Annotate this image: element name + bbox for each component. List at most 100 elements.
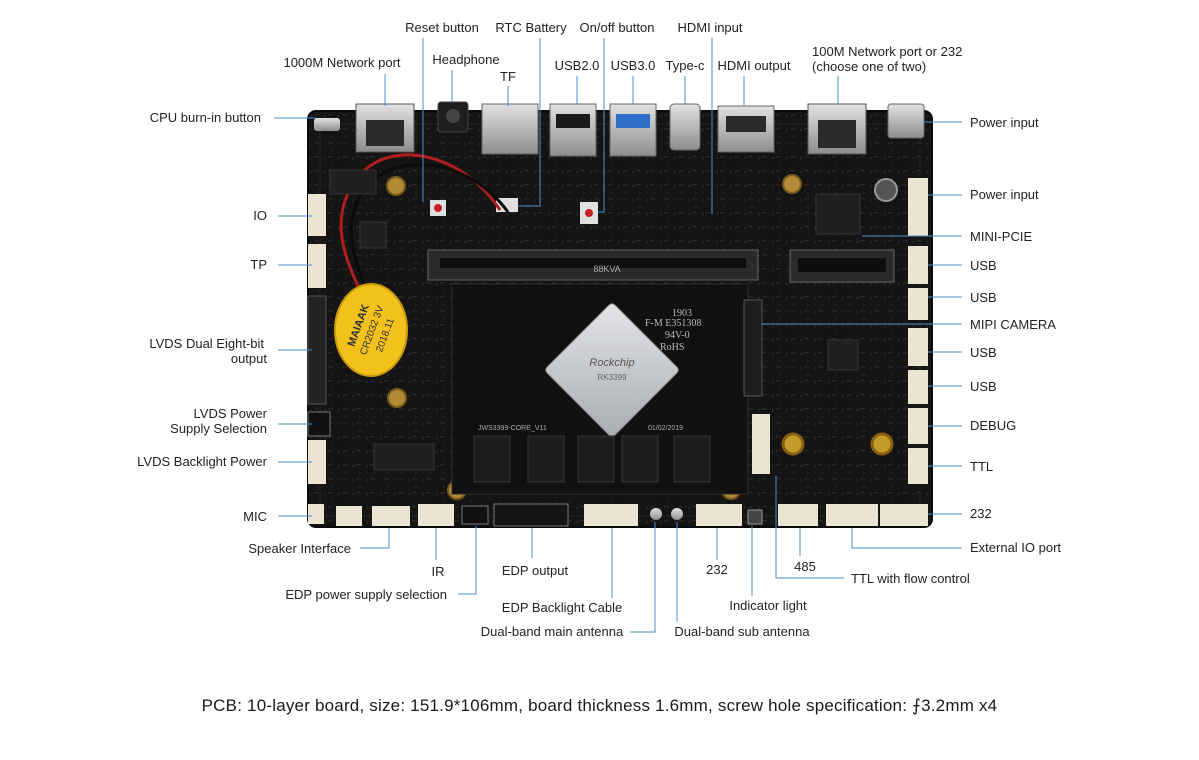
ic-chip bbox=[373, 443, 435, 471]
label-edp-power: EDP power supply selection bbox=[285, 587, 447, 602]
label-usb-1: USB bbox=[970, 258, 997, 273]
usb30-port-socket bbox=[616, 114, 650, 128]
screw-hole bbox=[387, 388, 407, 408]
label-lvds-dual-line1: LVDS Dual Eight-bit bbox=[149, 336, 264, 351]
usb20-port-part bbox=[549, 103, 597, 157]
label-headphone: Headphone bbox=[432, 52, 499, 67]
label-hdmi-output: HDMI output bbox=[718, 58, 791, 73]
label-network-100m-line2: (choose one of two) bbox=[812, 59, 926, 74]
usb20-port-socket bbox=[556, 114, 590, 128]
antenna-main-connector-part bbox=[650, 508, 662, 520]
ttl-connector-part bbox=[908, 448, 928, 484]
mic-connector-part bbox=[308, 504, 324, 524]
label-tp: TP bbox=[250, 257, 267, 272]
reset-button-red bbox=[434, 204, 442, 212]
rtc-coin-battery: MAIAAK CR2032 3V 2018.11 bbox=[334, 283, 408, 377]
label-external-io: External IO port bbox=[970, 540, 1061, 555]
label-typec: Type-c bbox=[665, 58, 705, 73]
label-cpu-burn-in: CPU burn-in button bbox=[150, 110, 261, 125]
leader-line bbox=[458, 526, 477, 595]
speaker-connector-part bbox=[336, 506, 362, 526]
screw-hole bbox=[386, 176, 406, 196]
label-mini-pcie: MINI-PCIE bbox=[970, 229, 1032, 244]
leader-line bbox=[598, 38, 605, 213]
tp-connector-part bbox=[308, 244, 326, 288]
battery-body bbox=[334, 283, 408, 377]
rs485-connector-part bbox=[778, 504, 818, 526]
soc-chip-brand: Rockchip bbox=[589, 357, 634, 369]
rtc-battery-connector-part bbox=[496, 198, 518, 212]
label-network-1000m: 1000M Network port bbox=[283, 55, 400, 70]
cert-marking-1: F-M E351308 bbox=[645, 318, 701, 329]
label-rs485: 485 bbox=[794, 559, 816, 574]
cert-marking-2: 94V-0 bbox=[665, 330, 690, 341]
hdmi-output-socket bbox=[726, 116, 766, 132]
label-onoff-button: On/off button bbox=[580, 20, 655, 35]
label-io: IO bbox=[253, 208, 267, 223]
headphone-jack-hole bbox=[446, 109, 460, 123]
debug-connector-part bbox=[908, 408, 928, 444]
top-labels: Reset button RTC Battery On/off button H… bbox=[283, 20, 962, 84]
rs232-connector-part bbox=[696, 504, 742, 526]
usb-connector-1-part bbox=[908, 246, 928, 284]
external-io-connector-part bbox=[826, 504, 878, 526]
label-usb-2: USB bbox=[970, 290, 997, 305]
mini-pcie-slot-inner bbox=[798, 258, 886, 272]
power-input-connector-part bbox=[908, 178, 928, 236]
label-lvds-power-line1: LVDS Power bbox=[194, 406, 268, 421]
left-labels: CPU burn-in button IO TP LVDS Dual Eight… bbox=[137, 110, 267, 524]
core-label: JWS3399-CORE_V11 bbox=[478, 425, 547, 432]
label-usb30: USB3.0 bbox=[611, 58, 656, 73]
ir-connector-part bbox=[418, 504, 454, 526]
right-labels: Power input Power input MINI-PCIE USB US… bbox=[970, 115, 1061, 555]
label-rtc-battery: RTC Battery bbox=[495, 20, 567, 35]
label-rs232-right: 232 bbox=[970, 506, 992, 521]
label-debug: DEBUG bbox=[970, 418, 1016, 433]
network-port-1000m-socket bbox=[366, 120, 404, 146]
power-input-dc-part bbox=[887, 103, 925, 139]
typec-port-part bbox=[669, 103, 701, 151]
leader-line bbox=[851, 528, 962, 549]
core-date: 01/02/2019 bbox=[648, 425, 683, 432]
label-lvds-power-line2: Supply Selection bbox=[170, 421, 267, 436]
edp-output-connector-part bbox=[493, 503, 569, 527]
io-connector-part bbox=[308, 194, 326, 236]
bottom-labels: Speaker Interface IR EDP power supply se… bbox=[248, 541, 969, 639]
screw-hole bbox=[781, 432, 805, 456]
ic-chip bbox=[329, 169, 377, 195]
usb-connector-2-part bbox=[908, 288, 928, 320]
label-hdmi-input: HDMI input bbox=[677, 20, 742, 35]
usb-connector-4-part bbox=[908, 370, 928, 404]
cpu-burn-in-button-part bbox=[314, 118, 340, 131]
label-speaker: Speaker Interface bbox=[248, 541, 351, 556]
core-board-socket-slot bbox=[440, 258, 746, 268]
pcb-board: MAIAAK CR2032 3V 2018.11 88KVA Rockchip … bbox=[307, 101, 933, 528]
label-tf: TF bbox=[500, 69, 516, 84]
label-indicator: Indicator light bbox=[729, 598, 807, 613]
label-ir: IR bbox=[432, 564, 445, 579]
ram-chip bbox=[621, 435, 659, 483]
ram-chip bbox=[577, 435, 615, 483]
label-mipi-camera: MIPI CAMERA bbox=[970, 317, 1056, 332]
speaker-connector-part bbox=[372, 506, 410, 526]
ic-chip bbox=[815, 193, 861, 235]
screw-hole bbox=[870, 432, 894, 456]
usb30-port-part bbox=[609, 103, 657, 157]
label-power-input-2: Power input bbox=[970, 187, 1039, 202]
screw-hole bbox=[782, 174, 802, 194]
label-lvds-backlight: LVDS Backlight Power bbox=[137, 454, 267, 469]
antenna-sub-connector-part bbox=[671, 508, 683, 520]
ram-chip bbox=[473, 435, 511, 483]
ic-chip bbox=[359, 221, 387, 249]
leader-line bbox=[360, 528, 390, 549]
network-port-100m-socket bbox=[818, 120, 856, 148]
label-usb20: USB2.0 bbox=[555, 58, 600, 73]
label-edp-backlight: EDP Backlight Cable bbox=[502, 600, 622, 615]
capacitor bbox=[874, 178, 898, 202]
rs232-right-connector-part bbox=[880, 504, 928, 526]
leader-line bbox=[518, 38, 541, 207]
label-rs232-bottom: 232 bbox=[706, 562, 728, 577]
lvds-backlight-connector-part bbox=[308, 440, 326, 484]
cert-marking-1903: 1903 bbox=[672, 308, 692, 319]
